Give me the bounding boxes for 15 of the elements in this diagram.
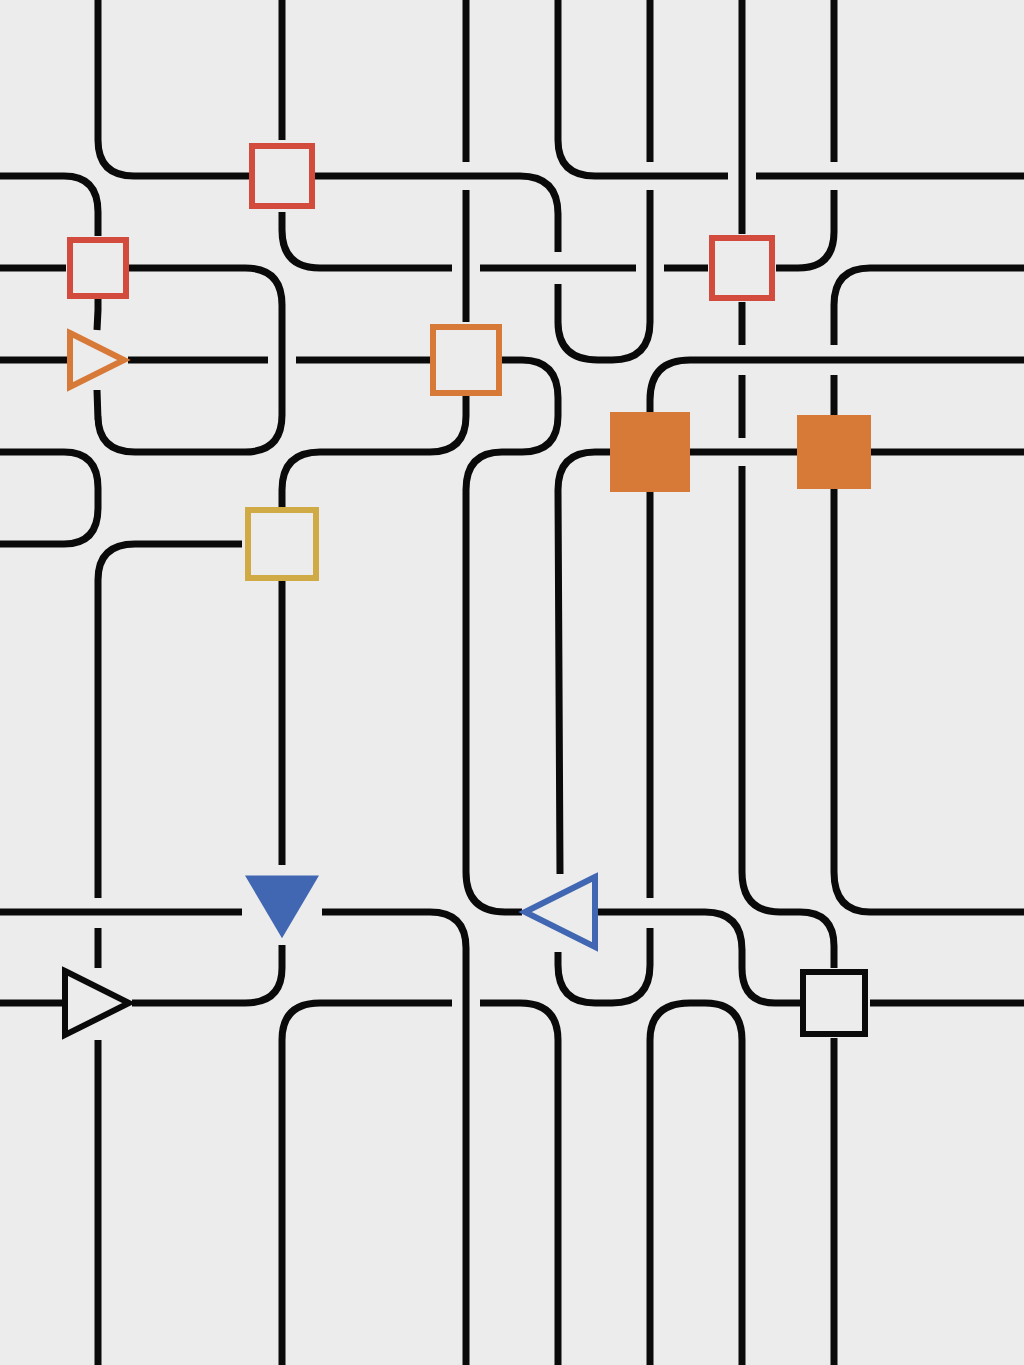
filled-triangle-marker xyxy=(245,875,319,939)
connector-line xyxy=(93,264,286,456)
square-marker xyxy=(249,143,315,209)
triangle-marker xyxy=(67,328,131,392)
square-marker xyxy=(709,235,775,301)
connector-line xyxy=(554,448,610,875)
square-marker xyxy=(430,324,502,396)
connector-line xyxy=(690,448,797,456)
triangle-marker xyxy=(518,872,598,952)
square-marker xyxy=(67,237,129,299)
square-marker xyxy=(245,507,319,581)
connector-line xyxy=(462,356,562,916)
filled-square-marker xyxy=(797,415,871,489)
filled-square-marker xyxy=(610,412,690,492)
square-marker xyxy=(800,969,868,1037)
